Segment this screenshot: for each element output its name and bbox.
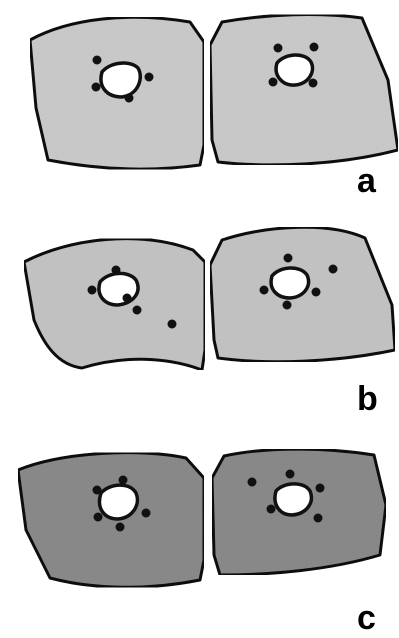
dot	[93, 486, 102, 495]
dot	[260, 286, 269, 295]
dot	[123, 294, 132, 303]
panel-a-left-nucleus	[101, 63, 140, 97]
dot	[267, 505, 276, 514]
dot	[88, 286, 97, 295]
dot	[112, 266, 121, 275]
panel-a-right-cell	[210, 15, 398, 165]
dot	[310, 43, 319, 52]
dot	[133, 306, 142, 315]
dot	[286, 470, 295, 479]
dot	[248, 478, 257, 487]
panel-c-right-nucleus	[275, 484, 311, 515]
dot	[274, 44, 283, 53]
dot	[145, 73, 154, 82]
dot	[94, 513, 103, 522]
dot	[329, 265, 338, 274]
panel-c: c	[18, 449, 386, 637]
panel-c-label: c	[357, 599, 376, 637]
panel-a-label: a	[357, 162, 377, 200]
panel-b-left-nucleus	[99, 273, 138, 305]
dot	[309, 79, 318, 88]
dot	[125, 94, 134, 103]
panel-a: a	[30, 15, 398, 200]
panel-b: b	[24, 227, 395, 418]
dot	[314, 514, 323, 523]
dot	[92, 83, 101, 92]
panel-c-left-nucleus	[100, 485, 138, 519]
dot	[116, 523, 125, 532]
dot	[269, 78, 278, 87]
panel-b-right-nucleus	[271, 268, 308, 298]
dot	[312, 288, 321, 297]
dot	[284, 254, 293, 263]
dot	[283, 301, 292, 310]
dot	[142, 509, 151, 518]
dot	[168, 320, 177, 329]
dot	[93, 56, 102, 65]
panel-c-left-cell	[18, 453, 204, 588]
panel-b-label: b	[357, 380, 378, 418]
dot	[119, 476, 128, 485]
dot	[316, 484, 325, 493]
panel-a-right-nucleus	[276, 55, 312, 85]
